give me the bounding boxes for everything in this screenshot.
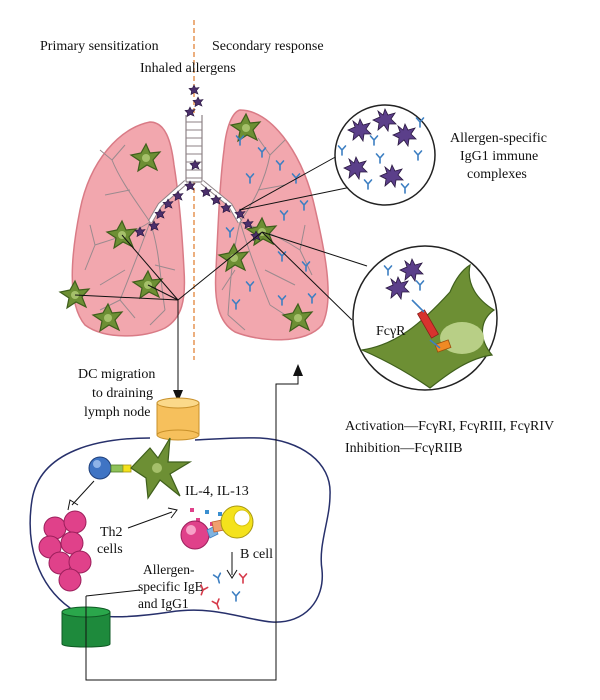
secretion-arrow	[226, 552, 238, 579]
antibody-icon	[212, 572, 224, 585]
antibody-icon	[231, 591, 241, 602]
th2-label-line1: Th2	[100, 525, 123, 540]
right-lung	[214, 109, 329, 341]
antibody-label-line2: specific IgE	[138, 579, 203, 594]
inhaled-allergens-label: Inhaled allergens	[140, 61, 236, 76]
fc-receptor-icon	[416, 309, 440, 339]
allergen-icon	[188, 84, 200, 95]
afferent-lymph-vessel	[156, 397, 200, 441]
th2-cells	[38, 510, 92, 592]
lungs	[59, 84, 329, 341]
th2-cell-icon	[180, 520, 210, 550]
inhibition-label: Inhibition—FcγRIIB	[345, 441, 462, 456]
dc-migration-label-line3: lymph node	[84, 405, 151, 420]
circulation-path	[85, 364, 303, 681]
fc-receptor-inset	[261, 231, 498, 391]
lymph-node	[29, 437, 331, 623]
immune-complexes-label-line2: IgG1 immune	[460, 149, 538, 164]
th2-cell-icon	[68, 550, 92, 574]
antibody-icon	[238, 573, 248, 584]
t-cell-dc-synapse	[88, 437, 193, 500]
left-lung	[71, 121, 186, 337]
th2-cell-icon	[63, 510, 87, 534]
dc-migration-label-line2: to draining	[92, 386, 153, 401]
secondary-response-label: Secondary response	[212, 39, 324, 54]
immune-complexes-label-line1: Allergen-specific	[450, 131, 547, 146]
fc-receptor-icon	[434, 339, 452, 353]
activation-label: Activation—FcγRI, FcγRIII, FcγRIV	[345, 419, 554, 434]
th2-b-cell-synapse	[180, 505, 254, 550]
secreted-antibodies	[197, 572, 248, 611]
migration-lines	[74, 231, 263, 402]
fcr-label: FcγR	[376, 324, 406, 339]
th2-cell-icon	[43, 516, 67, 540]
b-cell-label: B cell	[240, 547, 273, 562]
help-arrow	[127, 507, 178, 529]
primary-sensitization-label: Primary sensitization	[40, 39, 159, 54]
immune-complexes-label-line3: complexes	[467, 167, 527, 182]
bronchi	[84, 137, 313, 331]
th2-label-line2: cells	[97, 542, 123, 557]
antibody-label-line3: and IgG1	[138, 596, 189, 611]
antibody-icon	[211, 598, 223, 611]
dc-migration-label-line1: DC migration	[78, 367, 155, 382]
th2-cell-icon	[58, 568, 82, 592]
immune-complexes-inset	[239, 104, 436, 211]
cytokines-label: IL-4, IL-13	[185, 484, 249, 499]
differentiation-arrow	[67, 480, 95, 511]
naive-t-cell-icon	[88, 456, 112, 480]
antibody-label-line1: Allergen-	[143, 562, 195, 577]
allergen-icon	[192, 96, 204, 107]
